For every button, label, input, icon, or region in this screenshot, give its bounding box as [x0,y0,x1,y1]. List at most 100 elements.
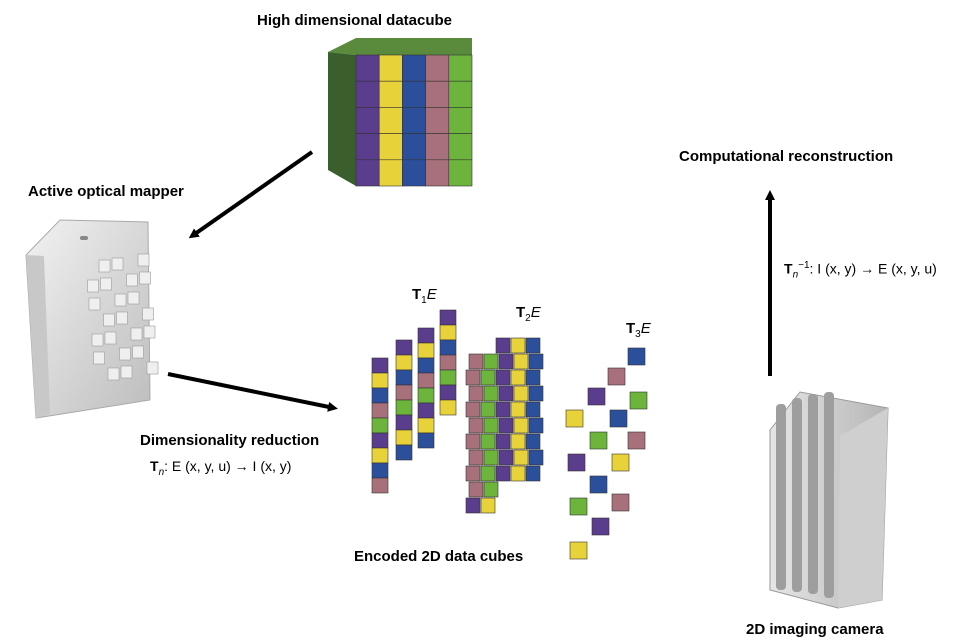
encoded-voxel [528,385,544,402]
datacube-voxel [448,133,473,161]
encoded-voxel [510,369,526,386]
encoded-voxel [525,401,541,418]
datacube-voxel [425,54,450,82]
encoded-voxel [465,433,481,450]
mapper-pixel [142,307,154,321]
encoded-voxel [498,417,514,434]
encoded-voxel [495,369,511,386]
encoded-voxel [480,433,496,450]
encoded-voxel [528,449,544,466]
encoded-voxel [395,369,413,386]
encoded-voxel [395,429,413,446]
encoded-voxel [495,465,511,482]
datacube-title: High dimensional datacube [257,12,453,29]
datacube-voxel [448,54,473,82]
datacube-voxel [355,54,380,82]
encoded-voxel [627,347,646,366]
datacube-voxel [355,133,380,161]
encoded-voxel [567,453,586,472]
datacube-voxel [402,80,426,108]
encoded-voxel [483,353,499,370]
mapper-pixel [87,279,99,293]
encoded-voxel [480,401,496,418]
reduction-equation: Tn: E (x, y, u) → I (x, y) [150,458,292,478]
encoded-voxel [480,465,496,482]
encoded-voxel [513,353,529,370]
datacube-voxel [425,159,450,187]
datacube-front-grid [355,54,473,187]
mapper-pixel [130,327,143,341]
encoded-voxel [417,402,435,419]
encoded-voxel [495,433,511,450]
encoded-voxel [525,337,541,354]
encoded-voxel [569,497,588,516]
encoded-voxel [480,497,496,514]
mapper-pixel [98,259,111,273]
datacube-voxel [378,80,403,108]
transform-label-t2: T2E [516,304,541,324]
encoded-voxel [525,465,541,482]
encoded-voxel [525,369,541,386]
datacube-voxel [448,159,473,187]
encoded-voxel [468,385,484,402]
mapper-pixel [143,325,156,339]
encoded-voxel [591,517,610,536]
datacube-voxel [425,80,450,108]
mapper-pixel [116,311,128,325]
encoded-voxel [439,309,457,326]
transform-label-t3: T3E [626,320,651,340]
encoded-voxel [565,409,584,428]
encoded-voxel [480,369,496,386]
datacube-voxel [355,159,380,187]
datacube-voxel [448,80,473,108]
encoded-voxel [528,417,544,434]
encoded-voxel [627,431,646,450]
encoded-voxel [483,385,499,402]
encoded-voxel [513,417,529,434]
encoded-voxel [629,391,648,410]
encoded-voxel [439,324,457,341]
encoded-voxel [498,449,514,466]
encoded-voxel [587,387,606,406]
encoded-voxel [417,372,435,389]
encoded-voxel [468,449,484,466]
reduction-title: Dimensionality reduction [140,432,320,449]
encoded-cube-t1 [371,309,457,494]
encoded-voxel [395,354,413,371]
encoded-voxel [513,449,529,466]
encoded-voxel [483,417,499,434]
encoded-voxel [371,402,389,419]
datacube-voxel [402,159,426,187]
datacube-voxel [402,133,426,161]
datacube-voxel [378,107,403,134]
encoded-voxel [417,417,435,434]
encoded-voxel [611,493,630,512]
imaging-camera [769,391,889,609]
encoded-voxel [510,433,526,450]
datacube-voxel [425,133,450,161]
encoded-voxel [483,449,499,466]
encoded-voxel [589,431,608,450]
datacube-voxel [402,107,426,134]
encoded-voxel [510,337,526,354]
encoded-voxel [417,357,435,374]
optical-mapper-device [25,219,159,419]
encoded-voxel [371,387,389,404]
arrow-datacube-to-mapper [188,150,314,239]
encoded-voxel [513,385,529,402]
reconstruction-equation: Tn−1: I (x, y) → E (x, y, u) [784,260,937,281]
datacube-voxel [378,133,403,161]
encoded-voxel [495,401,511,418]
mapper-pixel [100,277,112,291]
encoded-voxel [468,481,484,498]
encoded-voxel [395,414,413,431]
datacube-voxel [355,107,380,134]
encoded-voxel [439,339,457,356]
encoded-voxel [371,357,389,374]
encoded-voxel [483,481,499,498]
encoded-voxel [510,465,526,482]
encoded-voxel [417,432,435,449]
datacube-voxel [402,54,426,82]
mapper-pixel [104,331,117,345]
encoded-voxel [495,337,511,354]
